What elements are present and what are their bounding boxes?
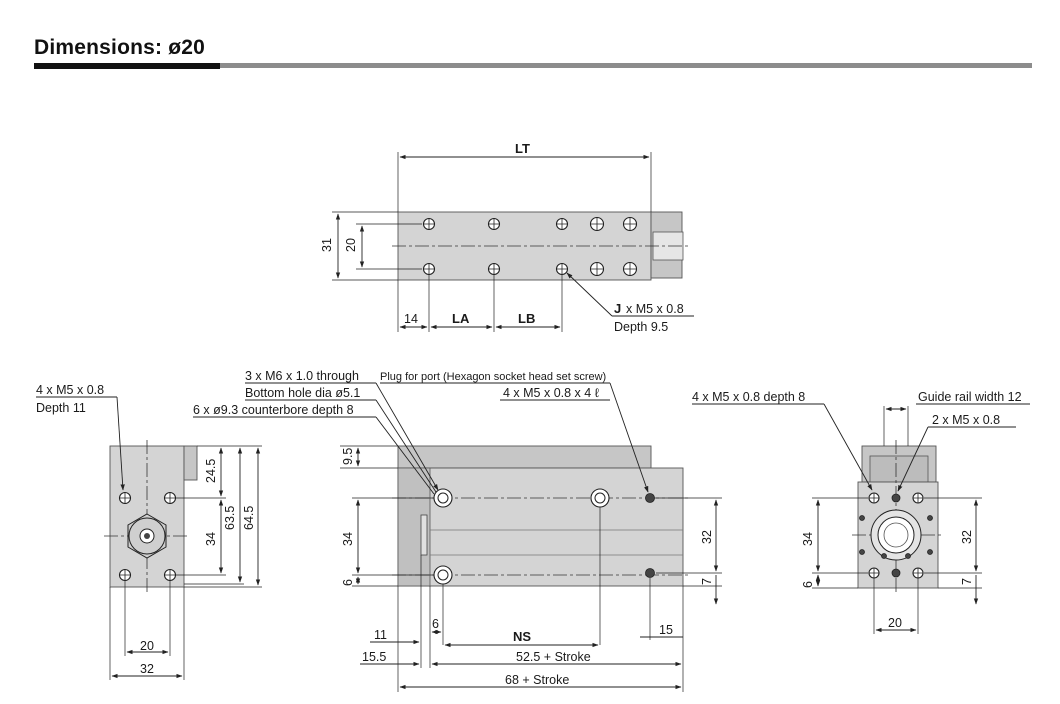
dim-left-34: 34	[204, 532, 218, 546]
note-plug: Plug for port (Hexagon socket head set s…	[380, 371, 606, 383]
dim-lb: LB	[518, 311, 535, 326]
dim-left-24-5: 24.5	[204, 459, 218, 483]
dim-front-9-5: 9.5	[341, 448, 355, 465]
note-left-thread: 4 x M5 x 0.8	[36, 383, 104, 397]
note-left-depth: Depth 11	[36, 401, 86, 415]
front-view-table	[397, 445, 652, 469]
dim-right-20: 20	[888, 616, 902, 630]
dim-front-11: 11	[374, 628, 387, 642]
dim-14: 14	[404, 312, 418, 326]
note-j-thread: x M5 x 0.8	[626, 302, 684, 316]
left-view-holes	[118, 491, 177, 582]
dim-front-52-5: 52.5 + Stroke	[516, 650, 591, 664]
dim-la: LA	[452, 311, 470, 326]
dim-left-20: 20	[140, 639, 154, 653]
note-through: 3 x M6 x 1.0 through	[245, 369, 359, 383]
note-bottom-hole: Bottom hole dia ø5.1	[245, 386, 360, 400]
dim-ns: NS	[513, 629, 531, 644]
dim-20: 20	[344, 238, 358, 252]
page-title: Dimensions: ø20	[34, 36, 206, 59]
dim-front-32: 32	[700, 530, 714, 544]
note-j-depth: Depth 9.5	[614, 320, 668, 334]
note-j-letter: J	[614, 301, 621, 316]
right-view-holes	[859, 492, 933, 579]
left-view: 4 x M5 x 0.8 Depth 11 24.5 34 63.5 64.5 …	[36, 383, 262, 680]
top-view-holes	[422, 216, 638, 277]
title-rule	[34, 63, 1032, 68]
top-view: LT 31 20 14 LA LB J x M5 x 0.8 Depth 9.5	[320, 141, 694, 334]
title-rule-accent	[34, 63, 220, 69]
note-plug-size: 4 x M5 x 0.8 x 4 ℓ	[503, 386, 599, 400]
dim-left-64-5: 64.5	[242, 506, 256, 530]
dim-front-7: 7	[700, 578, 714, 585]
front-view-body	[397, 467, 684, 587]
dim-front-34: 34	[341, 532, 355, 546]
dim-right-6: 6	[801, 581, 815, 588]
dim-31: 31	[320, 238, 334, 252]
right-view: 4 x M5 x 0.8 depth 8 Guide rail width 12…	[692, 390, 1030, 634]
note-guide-rail: Guide rail width 12	[918, 390, 1022, 404]
dim-right-34: 34	[801, 532, 815, 546]
note-counterbore: 6 x ø9.3 counterbore depth 8	[193, 403, 354, 417]
dim-front-15: 15	[659, 623, 673, 637]
note-right-depth8: 4 x M5 x 0.8 depth 8	[692, 390, 805, 404]
dim-left-32: 32	[140, 662, 154, 676]
dim-right-7: 7	[960, 578, 974, 585]
dim-front-6b: 6	[432, 617, 439, 631]
dim-left-63-5: 63.5	[223, 506, 237, 530]
front-view: 3 x M6 x 1.0 through Bottom hole dia ø5.…	[193, 369, 722, 692]
dim-front-6: 6	[341, 579, 355, 586]
dim-right-32: 32	[960, 530, 974, 544]
dim-lt: LT	[515, 141, 530, 156]
note-right-m5: 2 x M5 x 0.8	[932, 413, 1000, 427]
front-view-holes	[433, 488, 655, 585]
dim-front-15-5: 15.5	[362, 650, 386, 664]
dim-front-68: 68 + Stroke	[505, 673, 569, 687]
